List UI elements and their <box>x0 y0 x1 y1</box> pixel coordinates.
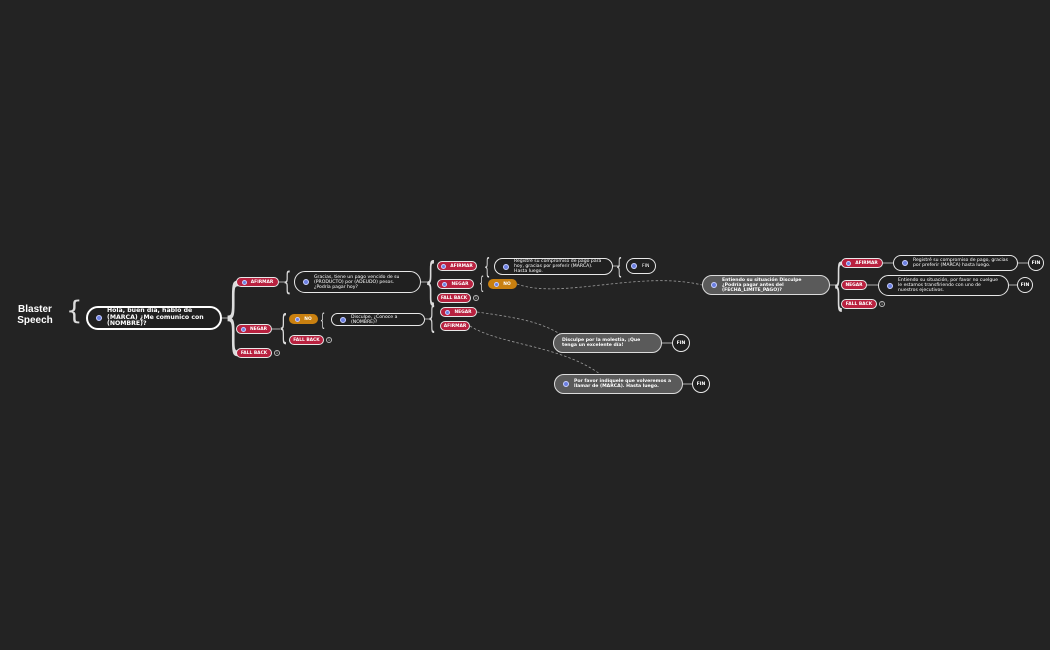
no-pill[interactable]: NO <box>488 279 517 289</box>
pill-label: FALL BACK <box>440 295 468 301</box>
node-dot-icon <box>303 279 309 285</box>
brace-icon: { <box>224 268 243 363</box>
compromiso-hoy-node[interactable]: Registré su compromiso de pago para hoy,… <box>494 258 613 275</box>
fin-text: FIN <box>1020 282 1030 288</box>
conoce-node[interactable]: Disculpe, ¿Conoce a (NOMBRE)? <box>331 313 425 326</box>
deuda-text: Gracias, tiene un pago vencido de su (PR… <box>314 274 400 290</box>
afirmar-pill[interactable]: AFIRMAR <box>437 261 477 271</box>
pill-label: NEGAR <box>451 281 469 287</box>
node-dot-icon <box>96 315 102 321</box>
brace-icon: { <box>428 301 436 336</box>
node-dot-icon <box>442 281 448 287</box>
negar-pill[interactable]: NEGAR <box>841 280 867 290</box>
fallback-pill[interactable]: FALL BACK <box>841 299 877 309</box>
brace-icon: { <box>484 255 491 280</box>
brace-icon: { <box>320 310 326 331</box>
node-dot-icon <box>441 263 447 269</box>
pill-label: FALL BACK <box>293 337 320 343</box>
fin-text: FIN <box>676 340 686 346</box>
deuda-node[interactable]: Gracias, tiene un pago vencido de su (PR… <box>294 271 421 293</box>
fallback-count-badge: 1 <box>326 337 332 343</box>
count-text: 1 <box>275 351 279 355</box>
afirmar-pill[interactable]: AFIRMAR <box>440 321 470 331</box>
greeting-text: Hola, buen día, hablo de (MARCA) ¿Me com… <box>107 307 204 328</box>
pill-label: FALL BACK <box>240 350 268 356</box>
node-dot-icon <box>631 263 637 269</box>
brace-icon: { <box>66 296 83 326</box>
entiendo-node[interactable]: Entiendo su situación Disculpe ¿Podría p… <box>702 275 830 295</box>
greeting-node[interactable]: Hola, buen día, hablo de (MARCA) ¿Me com… <box>86 306 222 330</box>
brace-icon: { <box>479 273 485 294</box>
afirmar-pill[interactable]: AFIRMAR <box>841 258 883 268</box>
compromiso-fecha-node[interactable]: Registré su compromiso de pago, gracias … <box>893 255 1018 271</box>
fallback-pill[interactable]: FALL BACK <box>437 293 471 303</box>
node-dot-icon <box>503 263 509 270</box>
pill-label: NO <box>304 316 312 322</box>
fin-node[interactable]: FIN <box>626 258 656 274</box>
fallback-pill[interactable]: FALL BACK <box>289 335 324 345</box>
node-dot-icon <box>241 279 247 285</box>
brace-icon: { <box>833 253 844 316</box>
fin-text: FIN <box>696 381 706 387</box>
brace-icon: { <box>425 252 437 310</box>
entiendo-ejecutivo-text: Entiendo su situación, por favor no cuel… <box>898 278 998 293</box>
fallback-count-badge: 1 <box>274 350 280 356</box>
molestia-text: Disculpe por la molestia, ¡Que tenga un … <box>562 338 641 348</box>
root-title-line2: Speech <box>17 315 53 326</box>
compromiso-fecha-text: Registré su compromiso de pago, gracias … <box>913 258 1008 268</box>
pill-label: AFIRMAR <box>250 279 274 285</box>
negar-pill[interactable]: NEGAR <box>437 279 474 289</box>
volveremos-node[interactable]: Por favor indíquele que volveremos a lla… <box>554 374 683 394</box>
negar-pill[interactable]: NEGAR <box>440 307 477 317</box>
conoce-text: Disculpe, ¿Conoce a (NOMBRE)? <box>351 314 398 325</box>
compromiso-hoy-text: Registré su compromiso de pago para hoy,… <box>514 259 602 274</box>
fin-circle[interactable]: FIN <box>692 375 710 393</box>
fallback-count-badge: 1 <box>473 295 479 301</box>
node-dot-icon <box>295 316 301 322</box>
node-dot-icon <box>445 309 451 315</box>
pill-label: AFIRMAR <box>450 263 473 269</box>
node-dot-icon <box>711 282 717 288</box>
pill-label: AFIRMAR <box>443 323 467 329</box>
no-pill[interactable]: NO <box>289 314 318 324</box>
count-text: 1 <box>327 338 331 342</box>
fin-text: FIN <box>642 263 650 269</box>
fin-circle[interactable]: FIN <box>1017 277 1033 293</box>
pill-label: NEGAR <box>454 309 472 315</box>
node-dot-icon <box>563 381 569 387</box>
fallback-pill[interactable]: FALL BACK <box>236 348 272 358</box>
pill-label: NEGAR <box>249 326 268 332</box>
entiendo-text: Entiendo su situación Disculpe ¿Podría p… <box>722 277 802 293</box>
entiendo-ejecutivo-node[interactable]: Entiendo su situación, por favor no cuel… <box>878 275 1009 296</box>
pill-label: FALL BACK <box>845 301 873 307</box>
brace-icon: { <box>283 267 292 297</box>
pill-label: NO <box>503 281 511 287</box>
node-dot-icon <box>902 260 908 266</box>
node-dot-icon <box>240 326 246 332</box>
root-title-line1: Blaster <box>18 304 52 315</box>
brace-icon: { <box>279 308 288 348</box>
pill-label: NEGAR <box>845 282 863 288</box>
negar-pill[interactable]: NEGAR <box>236 324 272 334</box>
count-text: 1 <box>474 296 478 300</box>
fin-circle[interactable]: FIN <box>672 334 690 352</box>
node-dot-icon <box>494 281 500 287</box>
node-dot-icon <box>340 316 346 323</box>
node-dot-icon <box>846 260 852 266</box>
fallback-count-badge: 1 <box>879 301 885 307</box>
fin-text: FIN <box>1031 260 1041 266</box>
volveremos-text: Por favor indíquele que volveremos a lla… <box>574 379 672 389</box>
brace-icon: { <box>616 255 623 280</box>
count-text: 1 <box>880 302 884 306</box>
node-dot-icon <box>887 282 893 289</box>
pill-label: AFIRMAR <box>855 260 878 266</box>
afirmar-pill[interactable]: AFIRMAR <box>236 277 279 287</box>
root-title: Blaster Speech <box>10 304 60 326</box>
molestia-node[interactable]: Disculpe por la molestia, ¡Que tenga un … <box>553 333 662 353</box>
fin-circle[interactable]: FIN <box>1028 255 1044 271</box>
